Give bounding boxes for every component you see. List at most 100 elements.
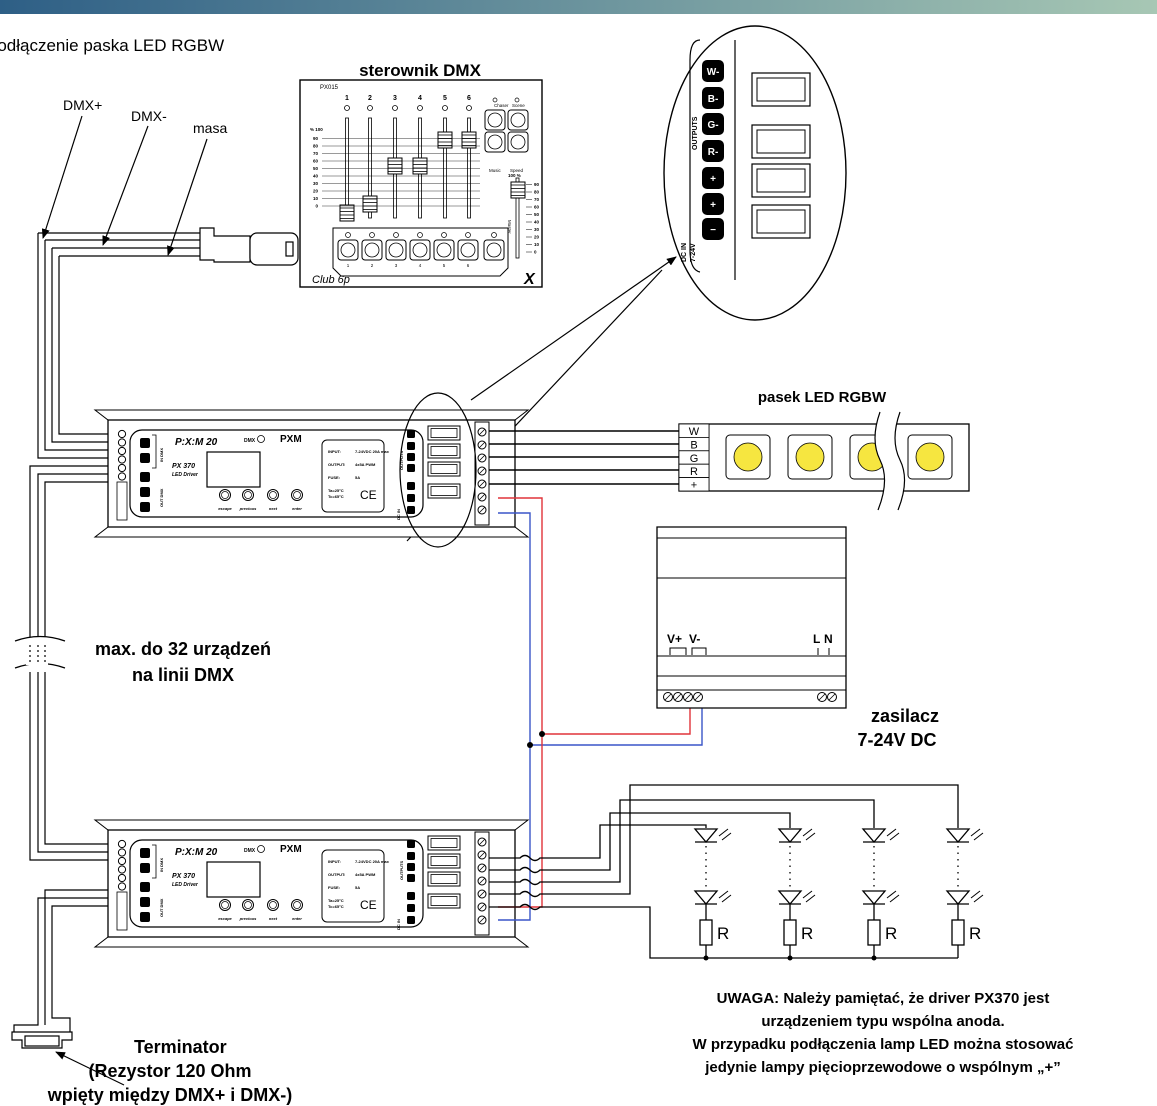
resistor-label: R bbox=[969, 924, 981, 943]
scene-led bbox=[393, 232, 399, 238]
driver-button bbox=[242, 899, 254, 911]
driver-ce-mark: CE bbox=[360, 488, 377, 502]
fader-channel-number: 4 bbox=[418, 95, 422, 102]
screw-slot bbox=[478, 903, 486, 911]
scene-led bbox=[417, 232, 423, 238]
led-diode bbox=[861, 890, 887, 906]
driver-logo-text: P:X:M 20 bbox=[175, 847, 218, 858]
screw-terminal bbox=[117, 455, 127, 464]
scene-button-number: 2 bbox=[371, 263, 374, 268]
scene-led bbox=[465, 232, 471, 238]
dmx-terminal-block bbox=[140, 472, 150, 482]
driver-button-inner bbox=[244, 901, 252, 909]
led-emission-arrows bbox=[970, 828, 984, 841]
strip-pad-label: + bbox=[691, 480, 697, 492]
screw-terminal bbox=[117, 839, 127, 849]
common-bus bbox=[489, 903, 958, 959]
screw-terminal bbox=[117, 438, 127, 447]
scene-button-cap bbox=[364, 242, 380, 258]
driver-button bbox=[267, 489, 279, 501]
dmx-terminal-block bbox=[140, 487, 150, 497]
driver-output-slot-inner bbox=[430, 856, 458, 866]
scene-button-number: 4 bbox=[419, 263, 422, 268]
driver-button-label: previous bbox=[239, 506, 257, 511]
led-emission-arrows bbox=[970, 890, 984, 903]
zoom-terminal-block bbox=[702, 193, 724, 215]
driver-model: PX 370 bbox=[172, 873, 195, 880]
label-dmx-plus: DMX+ bbox=[63, 97, 102, 113]
screw-slot bbox=[478, 851, 486, 859]
driver-face bbox=[129, 839, 424, 928]
fader-track bbox=[368, 117, 372, 219]
note-line-1: UWAGA: Należy pamiętać, że driver PX370 … bbox=[717, 990, 1050, 1007]
driver-temp: Ta=25°C bbox=[328, 488, 344, 493]
chaser-led bbox=[492, 97, 498, 103]
led-diode bbox=[777, 890, 803, 906]
zoom-terminal-block bbox=[702, 60, 724, 82]
output-terminal-block bbox=[407, 840, 415, 848]
psu-screw-slot bbox=[674, 693, 682, 701]
driver-button-label: enter bbox=[292, 506, 302, 511]
driver-spec-label: FUSE: bbox=[328, 885, 340, 890]
dmx-terminal-block bbox=[140, 912, 150, 922]
led-dot bbox=[795, 442, 825, 472]
zoom-terminal-block bbox=[702, 167, 724, 189]
fader-channel-number: 3 bbox=[393, 95, 397, 102]
driver-output-slot-inner bbox=[430, 896, 458, 906]
driver-ce-mark: CE bbox=[360, 898, 377, 912]
resistor bbox=[783, 919, 797, 946]
master-scale-label: 20 bbox=[534, 235, 540, 240]
channel-led bbox=[344, 105, 350, 111]
driver-spec-label: FUSE: bbox=[328, 475, 340, 480]
driver-spec-label: INPUT: bbox=[328, 449, 341, 454]
scale-tick-label: 80 bbox=[313, 144, 319, 149]
driver-brand-logo: PXM bbox=[280, 434, 302, 445]
in-dmx-bracket bbox=[152, 434, 157, 469]
driver-output-slot-inner bbox=[430, 874, 458, 884]
scene-button-cap bbox=[486, 242, 502, 258]
master-label: Master bbox=[507, 220, 512, 234]
junction-dot bbox=[787, 955, 793, 961]
driver-button-inner bbox=[293, 901, 301, 909]
speed-label: Speed bbox=[510, 168, 524, 173]
zoom-terminal-block bbox=[702, 218, 724, 240]
strip-pad-label: G bbox=[690, 453, 699, 465]
controller-logo: X bbox=[523, 271, 536, 288]
master-scale-label: 90 bbox=[534, 182, 540, 187]
screw-slot bbox=[478, 467, 486, 475]
scene-button-cap bbox=[340, 242, 356, 258]
resistor bbox=[951, 919, 965, 946]
scene-button-number: 1 bbox=[347, 263, 350, 268]
scene-button-number: 3 bbox=[395, 263, 398, 268]
driver-spec-label: OUTPUT: bbox=[328, 462, 345, 467]
output-terminal-block bbox=[407, 852, 415, 860]
dmx-terminal-block bbox=[140, 453, 150, 463]
master-scale-label: 30 bbox=[534, 227, 540, 232]
driver-spec-label: INPUT: bbox=[328, 859, 341, 864]
screw-terminal bbox=[117, 873, 127, 883]
terminal-strip bbox=[116, 481, 128, 521]
psu-l: L bbox=[813, 632, 820, 646]
driver-subtitle: LED Driver bbox=[172, 882, 199, 888]
driver-rail-top bbox=[93, 819, 530, 831]
channel-led bbox=[392, 105, 398, 111]
zoom-terminal-label: B- bbox=[708, 94, 719, 105]
dmx-terminal-block bbox=[140, 848, 150, 858]
resistor bbox=[699, 919, 713, 946]
screw-terminal bbox=[117, 848, 127, 857]
master-scale-label: 40 bbox=[534, 220, 540, 225]
xlr-connector bbox=[199, 227, 299, 266]
limit-note-1: max. do 32 urządzeń bbox=[95, 639, 271, 659]
fader-channel-number: 1 bbox=[345, 95, 349, 102]
screw-terminal bbox=[117, 472, 127, 481]
scale-tick-label: 50 bbox=[313, 166, 319, 171]
screw-slot bbox=[478, 506, 486, 514]
strip-heading: pasek LED RGBW bbox=[758, 389, 887, 406]
strip-break-fill bbox=[875, 412, 905, 510]
screw-slot bbox=[478, 916, 486, 924]
zoom-output-slot-inner bbox=[756, 129, 806, 154]
in-dmx-label: IN DMX bbox=[159, 448, 164, 462]
led-emission-arrows bbox=[718, 890, 732, 903]
